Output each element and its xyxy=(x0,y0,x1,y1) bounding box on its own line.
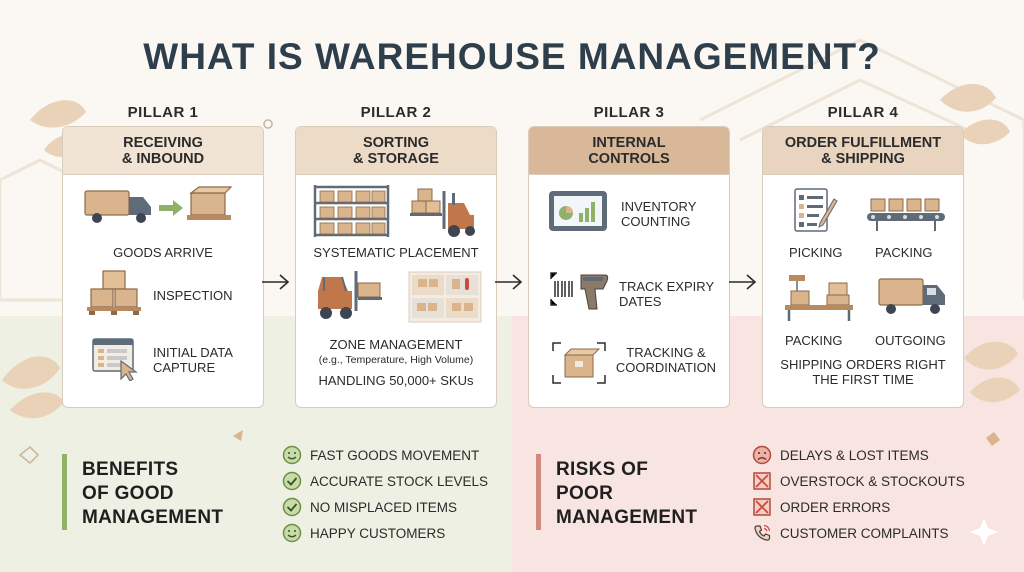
heading-line: & STORAGE xyxy=(353,150,439,167)
packing-label: PACKING xyxy=(875,245,933,260)
tablet-chart-icon xyxy=(549,191,607,231)
check-circle-icon xyxy=(282,471,302,491)
arrow-right-icon xyxy=(262,274,290,290)
pillar-4: PILLAR 4 ORDER FULFILLMENT& SHIPPING xyxy=(762,104,964,408)
storage-shelf-icon xyxy=(313,185,390,237)
benefit-text: FAST GOODS MOVEMENT xyxy=(310,447,480,463)
arrow-right-icon xyxy=(495,274,523,290)
tracking-label: TRACKING &COORDINATION xyxy=(615,345,717,375)
shipping-truck-icon xyxy=(878,278,945,314)
placement-label: SYSTEMATIC PLACEMENT xyxy=(313,245,479,260)
goods-arrive-label: GOODS ARRIVE xyxy=(113,245,213,260)
heading-line: & SHIPPING xyxy=(821,150,905,167)
stacked-boxes-icon xyxy=(87,270,141,315)
conveyor-icon xyxy=(867,198,945,231)
zone-grid-icon xyxy=(408,271,482,323)
heading-line: & INBOUND xyxy=(121,150,205,167)
page-title: WHAT IS WAREHOUSE MANAGEMENT? xyxy=(143,36,881,77)
benefit-text: HAPPY CUSTOMERS xyxy=(310,525,446,541)
forklift-icon xyxy=(410,188,475,237)
pillar-label: PILLAR 1 xyxy=(127,104,199,121)
risk-item: OVERSTOCK & STOCKOUTS xyxy=(752,470,965,492)
benefits-accent-bar xyxy=(62,454,67,530)
risk-item: ORDER ERRORS xyxy=(752,496,890,518)
barcode-scanner-icon xyxy=(550,272,609,310)
pillar-card: SORTING& STORAGE xyxy=(295,126,497,408)
pillar-label: PILLAR 4 xyxy=(827,104,899,121)
pillar-heading: ORDER FULFILLMENT& SHIPPING xyxy=(763,127,963,175)
zone-management-label: ZONE MANAGEMENT xyxy=(329,337,463,352)
forklift-icon xyxy=(318,271,382,319)
delivery-truck-icon xyxy=(84,186,233,223)
pillar-label: PILLAR 2 xyxy=(360,104,432,121)
risk-text: DELAYS & LOST ITEMS xyxy=(780,447,929,463)
pillar-heading: RECEIVING& INBOUND xyxy=(63,127,263,175)
pillar-card: ORDER FULFILLMENT& SHIPPING PICKING xyxy=(762,126,964,408)
heading-line: INTERNAL xyxy=(592,134,666,151)
form-cursor-icon xyxy=(92,338,138,381)
tracked-box-icon xyxy=(552,342,606,384)
outgoing-label: OUTGOING xyxy=(875,333,946,348)
pillar-card: RECEIVING& INBOUND GOODS ARRIVE INSPECTI… xyxy=(62,126,264,408)
heading-line: SORTING xyxy=(362,134,430,151)
heading-line: ORDER FULFILLMENT xyxy=(784,134,942,151)
risk-text: CUSTOMER COMPLAINTS xyxy=(780,525,949,541)
heading-line: RECEIVING xyxy=(123,134,203,151)
packing-table-label: PACKING xyxy=(785,333,843,348)
benefit-text: NO MISPLACED ITEMS xyxy=(310,499,458,515)
packing-table-icon xyxy=(785,275,853,321)
benefit-text: ACCURATE STOCK LEVELS xyxy=(310,473,489,489)
benefit-item: ACCURATE STOCK LEVELS xyxy=(282,470,488,492)
risk-item: CUSTOMER COMPLAINTS xyxy=(752,522,949,544)
arrow-right-icon xyxy=(729,274,757,290)
zone-example-label: (e.g., Temperature, High Volume) xyxy=(318,354,474,366)
pillar-2: PILLAR 2 SORTING& STORAGE xyxy=(295,104,497,408)
risk-text: ORDER ERRORS xyxy=(780,499,891,515)
risk-item: DELAYS & LOST ITEMS xyxy=(752,444,929,466)
check-circle-icon xyxy=(282,497,302,517)
benefit-item: NO MISPLACED ITEMS xyxy=(282,496,457,518)
pillar-heading: SORTING& STORAGE xyxy=(296,127,496,175)
phone-ringing-icon xyxy=(754,524,771,541)
pillar-1: PILLAR 1 RECEIVING& INBOUND GOODS ARRIVE xyxy=(62,104,264,408)
risk-text: OVERSTOCK & STOCKOUTS xyxy=(780,473,965,489)
sad-face-icon xyxy=(752,445,772,465)
inspection-label: INSPECTION xyxy=(153,288,233,303)
benefit-item: HAPPY CUSTOMERS xyxy=(282,522,445,544)
sku-count-label: HANDLING 50,000+ SKUs xyxy=(318,373,474,388)
crossed-box-icon xyxy=(753,498,771,516)
benefit-item: FAST GOODS MOVEMENT xyxy=(282,444,479,466)
crossed-box-icon xyxy=(753,472,771,490)
pillar-label: PILLAR 3 xyxy=(593,104,665,121)
heading-line: CONTROLS xyxy=(588,150,670,167)
smiley-icon xyxy=(282,445,302,465)
picking-label: PICKING xyxy=(789,245,843,260)
smiley-icon xyxy=(282,523,302,543)
risks-accent-bar xyxy=(536,454,541,530)
checklist-icon xyxy=(794,188,838,232)
